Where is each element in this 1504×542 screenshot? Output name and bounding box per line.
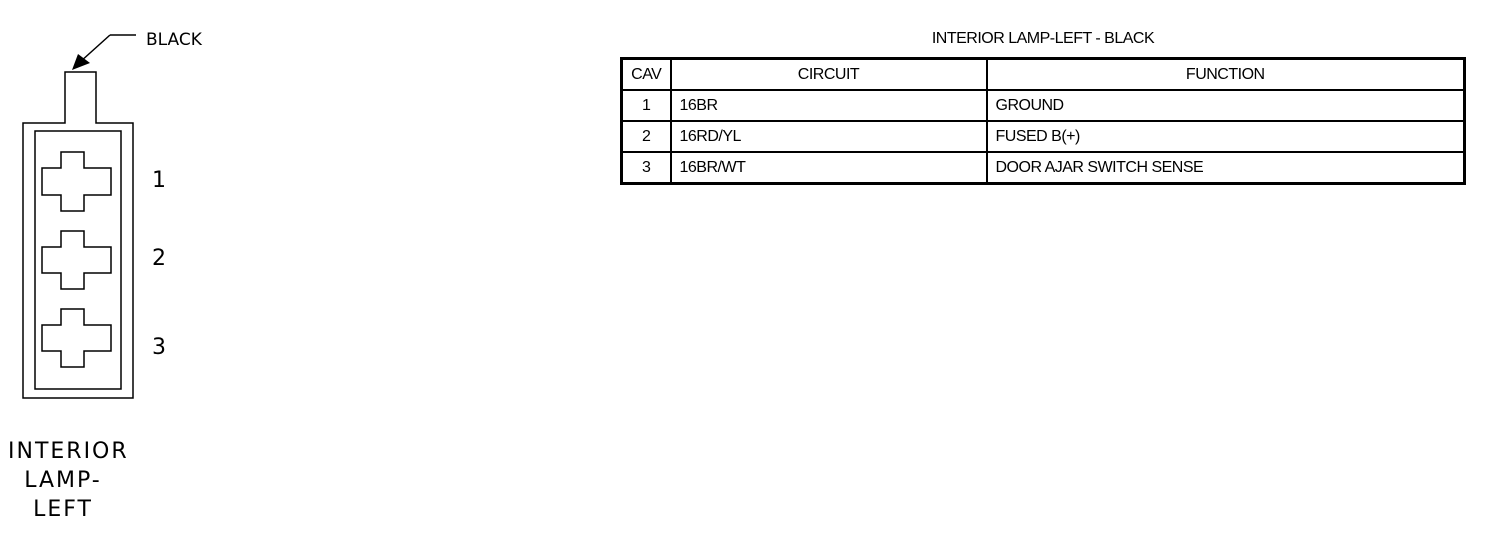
pinout-table: CAV CIRCUIT FUNCTION 1 16BR GROUND 2 16R…	[620, 57, 1466, 185]
connector-name-line: LAMP-	[24, 468, 102, 493]
cell-circuit: 16BR	[669, 89, 988, 122]
table-row: 3 16BR/WT DOOR AJAR SWITCH SENSE	[620, 151, 1466, 185]
connector-diagram: BLACK 1 2 3	[22, 30, 203, 399]
connector-name: INTERIOR LAMP- LEFT	[8, 437, 129, 524]
header-circuit: CIRCUIT	[669, 57, 988, 91]
cavity-2-terminal	[41, 230, 112, 290]
connector-name-line: LEFT	[33, 497, 93, 522]
header-cav: CAV	[620, 57, 672, 91]
connector-housing-outline	[22, 71, 134, 399]
cell-circuit: 16RD/YL	[669, 120, 988, 153]
cell-function: DOOR AJAR SWITCH SENSE	[985, 151, 1466, 185]
table-row: 1 16BR GROUND	[620, 89, 1466, 122]
cell-function: FUSED B(+)	[985, 120, 1466, 153]
cavity-number-2: 2	[152, 246, 166, 271]
cavity-number-3: 3	[152, 335, 166, 360]
connector-name-line: INTERIOR	[8, 439, 129, 464]
cavity-3-terminal	[41, 308, 112, 368]
color-callout-label: BLACK	[146, 30, 203, 50]
cavity-number-1: 1	[152, 168, 166, 193]
cell-cav: 1	[620, 89, 672, 122]
cell-cav: 3	[620, 151, 672, 185]
table-header-row: CAV CIRCUIT FUNCTION	[620, 57, 1466, 91]
cell-function: GROUND	[985, 89, 1466, 122]
table-row: 2 16RD/YL FUSED B(+)	[620, 120, 1466, 153]
pinout-table-title: INTERIOR LAMP-LEFT - BLACK	[931, 30, 1155, 47]
connector-housing-inner	[34, 130, 122, 390]
cell-circuit: 16BR/WT	[669, 151, 988, 185]
cavity-1-terminal	[41, 151, 112, 212]
header-function: FUNCTION	[985, 57, 1466, 91]
color-callout-leader	[72, 34, 136, 70]
cell-cav: 2	[620, 120, 672, 153]
